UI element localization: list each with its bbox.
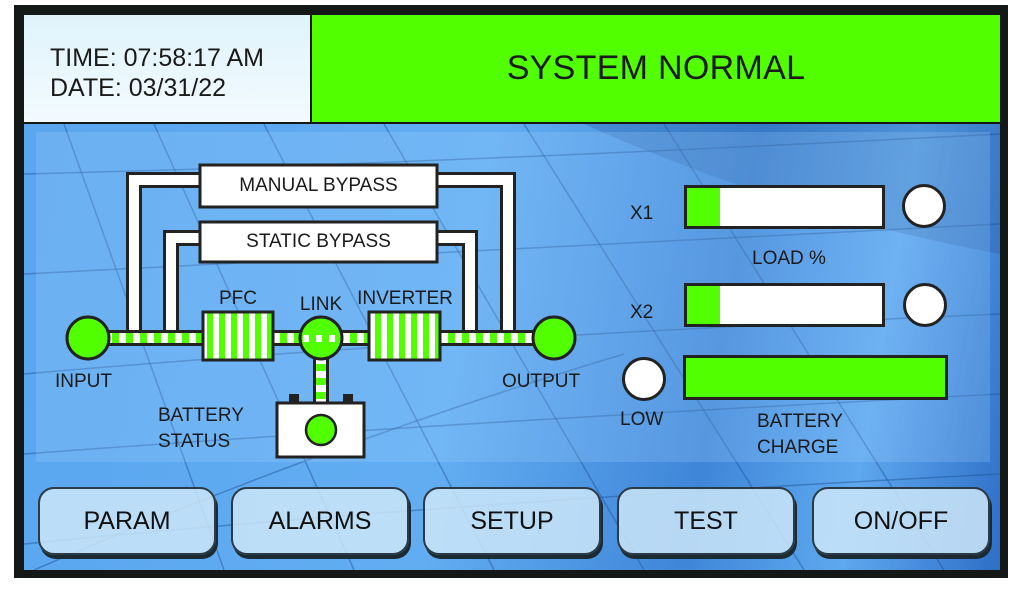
alarms-button-label: ALARMS bbox=[268, 506, 372, 535]
x1-load-bar bbox=[684, 185, 885, 229]
time-readout: TIME: 07:58:17 AM bbox=[50, 44, 264, 72]
battery-charge-label-line2: CHARGE bbox=[757, 437, 839, 458]
input-node[interactable] bbox=[65, 315, 111, 361]
load-percent-title: LOAD % bbox=[752, 248, 826, 269]
battery-status-lamp bbox=[304, 413, 338, 447]
clock-panel: TIME: 07:58:17 AM DATE: 03/31/22 bbox=[24, 15, 310, 122]
x2-lamp bbox=[903, 283, 947, 327]
alarms-button[interactable]: ALARMS bbox=[231, 487, 409, 555]
setup-button[interactable]: SETUP bbox=[423, 487, 601, 555]
x1-load-fill bbox=[687, 188, 721, 226]
battery-low-lamp bbox=[622, 357, 666, 401]
param-button-label: PARAM bbox=[83, 506, 171, 535]
battery-status-label-line1: BATTERY bbox=[158, 405, 244, 426]
system-status-banner: SYSTEM NORMAL bbox=[312, 15, 1000, 122]
param-button[interactable]: PARAM bbox=[38, 487, 216, 555]
output-label: OUTPUT bbox=[502, 371, 581, 392]
link-label: LINK bbox=[299, 294, 343, 315]
manual-bypass-label: MANUAL BYPASS bbox=[239, 175, 398, 196]
on-off-button-label: ON/OFF bbox=[853, 506, 949, 535]
on-off-button[interactable]: ON/OFF bbox=[812, 487, 990, 555]
x2-label: X2 bbox=[630, 302, 654, 323]
battery-charge-bar bbox=[683, 355, 948, 400]
battery-low-label: LOW bbox=[620, 409, 664, 430]
battery-charge-fill bbox=[686, 358, 945, 397]
x2-load-bar bbox=[684, 283, 885, 327]
system-status-text: SYSTEM NORMAL bbox=[506, 49, 806, 87]
manual-bypass-path bbox=[126, 172, 516, 333]
inverter-label: INVERTER bbox=[357, 288, 453, 309]
static-bypass-label: STATIC BYPASS bbox=[246, 231, 391, 252]
pfc-label: PFC bbox=[219, 288, 257, 309]
input-label: INPUT bbox=[55, 371, 112, 392]
test-button-label: TEST bbox=[674, 506, 738, 535]
battery-charge-label-line1: BATTERY bbox=[757, 411, 843, 432]
inverter-block[interactable] bbox=[367, 310, 442, 362]
x1-lamp bbox=[902, 184, 946, 228]
x2-load-fill bbox=[687, 286, 721, 324]
output-node[interactable] bbox=[531, 315, 577, 361]
pfc-block[interactable] bbox=[201, 310, 275, 362]
static-bypass-box[interactable] bbox=[198, 220, 439, 264]
manual-bypass-box[interactable] bbox=[198, 163, 439, 209]
x1-label: X1 bbox=[630, 203, 654, 224]
setup-button-label: SETUP bbox=[470, 506, 554, 535]
link-node-dots bbox=[303, 335, 335, 342]
battery-icon[interactable] bbox=[275, 394, 366, 459]
battery-status-label-line2: STATUS bbox=[158, 431, 231, 452]
static-bypass-path bbox=[163, 230, 478, 333]
test-button[interactable]: TEST bbox=[617, 487, 795, 555]
date-readout: DATE: 03/31/22 bbox=[50, 74, 227, 102]
